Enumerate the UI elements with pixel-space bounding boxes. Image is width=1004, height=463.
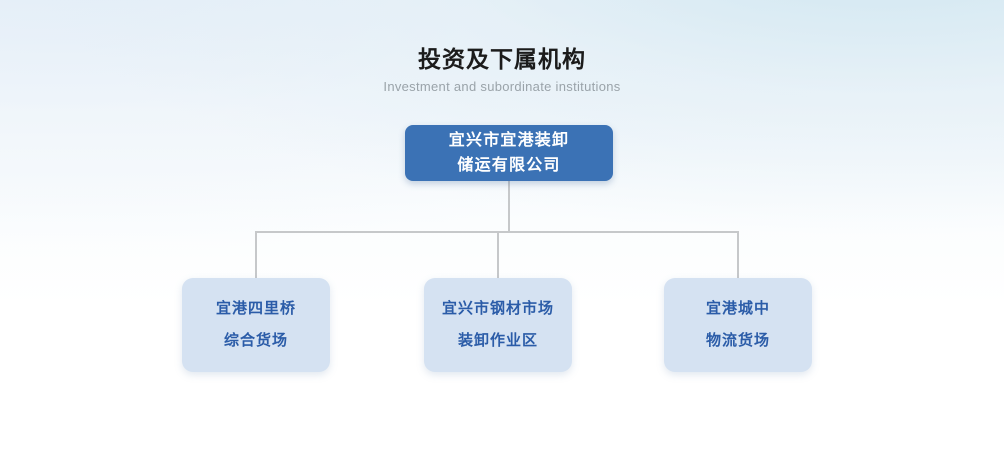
page-title: 投资及下属机构: [418, 46, 586, 72]
connector-drop-child-3: [737, 231, 739, 278]
org-node-child-1[interactable]: 宜港四里桥 综合货场: [182, 278, 330, 372]
connector-drop-child-2: [497, 231, 499, 278]
connector-root-stem: [508, 181, 510, 233]
page-heading: 投资及下属机构 Investment and subordinate insti…: [0, 44, 1004, 96]
org-node-child-3-line-1: 宜港城中: [705, 300, 770, 317]
connector-horizontal-bar: [255, 231, 739, 233]
org-node-root-line-2: 储运有限公司: [457, 157, 561, 174]
org-node-child-2-line-1: 宜兴市钢材市场: [441, 300, 554, 317]
org-node-child-2-line-2: 装卸作业区: [457, 332, 538, 349]
org-node-child-3-line-2: 物流货场: [705, 332, 770, 349]
org-node-root[interactable]: 宜兴市宜港装卸 储运有限公司: [405, 125, 613, 181]
org-node-root-line-1: 宜兴市宜港装卸: [448, 132, 570, 149]
org-node-child-1-line-1: 宜港四里桥: [215, 300, 296, 317]
connector-drop-child-1: [255, 231, 257, 278]
org-node-child-1-line-2: 综合货场: [223, 332, 288, 349]
org-node-child-2[interactable]: 宜兴市钢材市场 装卸作业区: [424, 278, 572, 372]
page-subtitle: Investment and subordinate institutions: [383, 79, 621, 94]
org-node-child-3[interactable]: 宜港城中 物流货场: [664, 278, 812, 372]
